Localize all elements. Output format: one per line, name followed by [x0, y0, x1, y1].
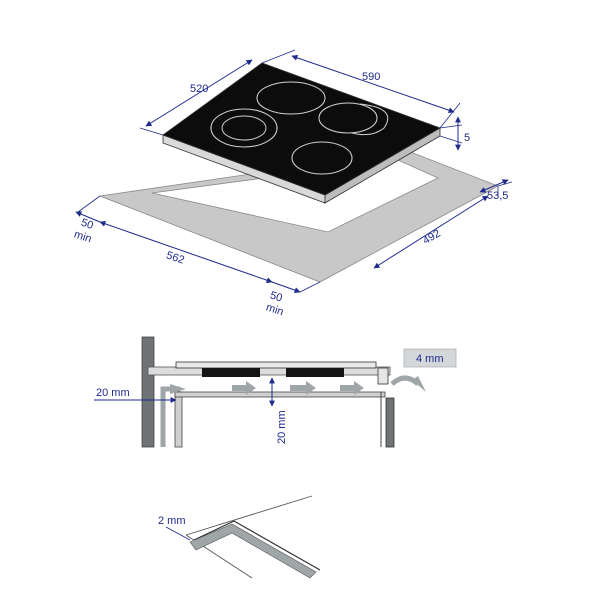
- hob-glass-strip-right: [286, 368, 344, 377]
- countertop-edge: [185, 495, 313, 536]
- cutout-side-dimension-label: 492: [421, 227, 443, 247]
- cabinet-left-side: [174, 391, 183, 448]
- min-gap-left-dimension-line: [75, 211, 101, 223]
- front-gap-label: 4 mm: [416, 353, 444, 365]
- airflow-arrow-3-shaft: [290, 385, 306, 391]
- thickness-dimension-label: 5: [464, 132, 470, 144]
- min-gap-front-unit: min: [264, 301, 285, 318]
- front-gap-callout-box: [403, 348, 457, 368]
- airflow-arrow-2-shaft: [232, 385, 246, 391]
- hob-corner-top: [193, 520, 321, 571]
- top-view: 590 520 5 53,5 492 562 50 min 50 min: [72, 49, 513, 318]
- rear-wall: [141, 336, 155, 448]
- cabinet-front-panel: [385, 397, 395, 448]
- seal-leader-line: [165, 526, 191, 541]
- cutout-side-dimension-line: [373, 195, 489, 269]
- cabinet-top-shelf: [174, 391, 386, 398]
- airflow-arrow-4: [354, 381, 364, 395]
- min-gap-left-value: 50: [79, 217, 94, 232]
- width-dimension-label: 590: [362, 71, 380, 83]
- seal-view: 2 mm: [158, 495, 321, 579]
- min-gap-front-value: 50: [268, 289, 283, 304]
- hob-front-clip: [377, 367, 389, 385]
- cutout-front-dimension-line: [99, 220, 273, 284]
- cutout-front-dimension-label: 562: [165, 249, 186, 266]
- depth-dimension-label: 520: [190, 83, 208, 95]
- airflow-arrow-1: [170, 384, 186, 394]
- cutout-depth-dimension-line: [479, 179, 509, 193]
- ventilation-view: 4 mm 20 mm 20 mm: [94, 336, 457, 448]
- hob-body: [175, 361, 377, 369]
- vertical-gap-label: 20 mm: [276, 410, 288, 444]
- min-gap-left-unit: min: [72, 228, 93, 245]
- airflow-exit-arrowhead: [412, 376, 426, 392]
- seal-strip: [189, 523, 317, 579]
- seal-label: 2 mm: [158, 515, 186, 527]
- hob-glass-strip-left: [202, 368, 260, 377]
- airflow-arrow-3: [306, 381, 316, 395]
- airflow-arrow-4-shaft: [340, 385, 354, 391]
- depth-dimension-line: [145, 59, 253, 127]
- airflow-arrow-2: [246, 381, 256, 395]
- rear-gap-label: 20 mm: [96, 387, 130, 399]
- min-gap-front-dimension-line: [271, 281, 301, 294]
- cooking-zone-front-right: [291, 141, 353, 175]
- width-dimension-line: [291, 54, 455, 114]
